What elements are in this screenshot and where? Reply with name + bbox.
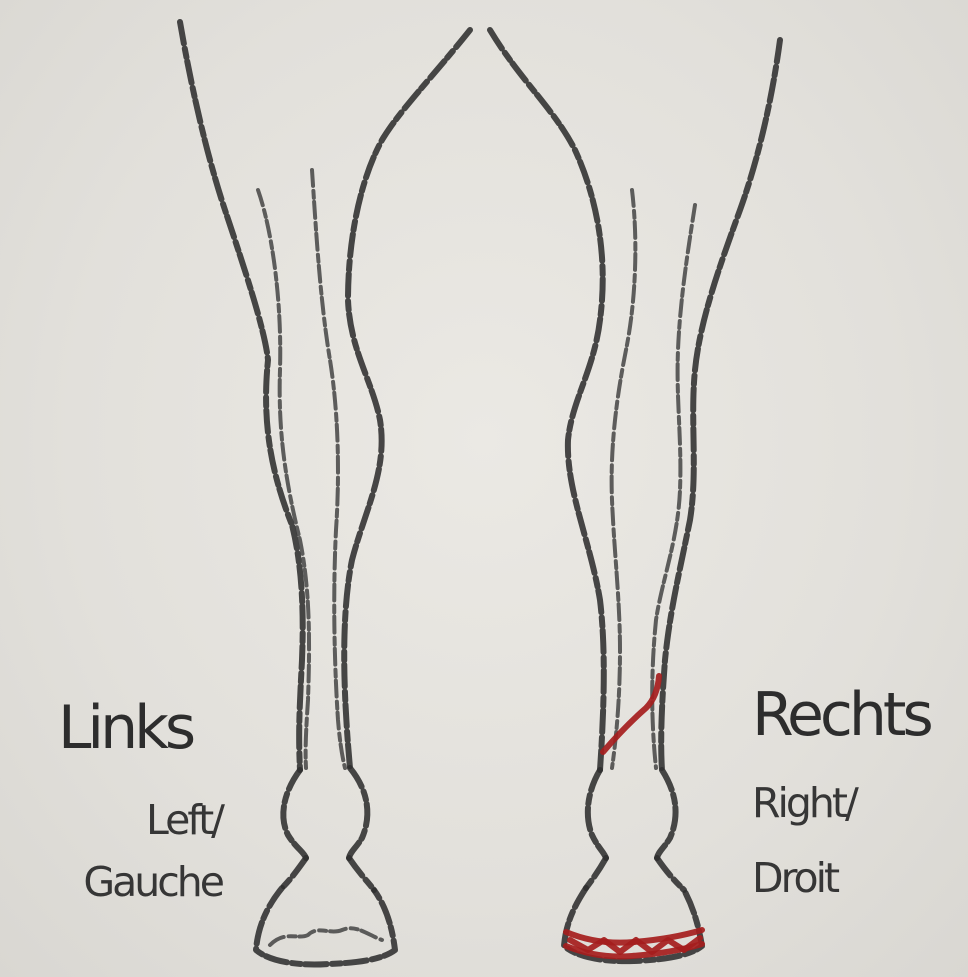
label-left-german: Links: [58, 698, 192, 758]
left-leg-hoof-sole: [270, 928, 382, 945]
left-leg-fetlock: [283, 768, 367, 858]
left-leg-front-contour: [344, 30, 470, 768]
label-right-german: Rechts: [752, 685, 930, 745]
label-left-english: Left/: [102, 800, 222, 841]
left-leg-pastern: [282, 858, 374, 890]
right-leg-pastern: [586, 858, 684, 890]
left-leg-tendon-line: [312, 170, 345, 768]
left-leg-outer-contour: [180, 22, 303, 770]
label-right-english: Right/: [752, 783, 856, 824]
right-leg-tendon-line: [612, 190, 636, 768]
label-left-french: Gauche: [24, 862, 222, 903]
label-right-french: Droit: [752, 858, 837, 899]
left-leg-drawing: [180, 22, 470, 964]
left-leg-hoof: [256, 888, 395, 964]
right-leg-fetlock: [588, 770, 676, 858]
right-leg-front-contour: [490, 30, 604, 770]
right-leg-drawing: [490, 30, 780, 961]
